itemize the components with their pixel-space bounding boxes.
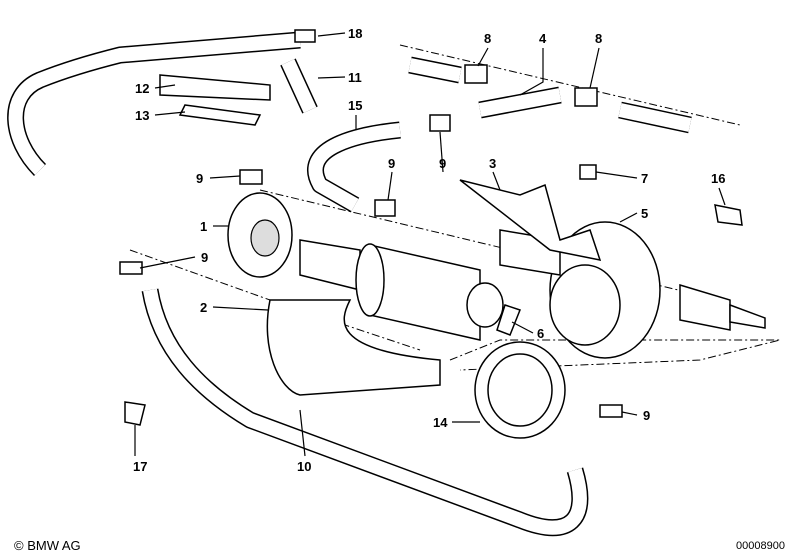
hose-upper-right — [408, 56, 692, 134]
clip-17 — [124, 401, 146, 426]
callout-17: 17 — [133, 459, 147, 474]
callout-18: 18 — [348, 26, 362, 41]
callout-2: 2 — [200, 300, 207, 315]
hose-holder — [159, 74, 271, 101]
callout-9: 9 — [643, 408, 650, 423]
rubber-sleeve — [266, 299, 441, 396]
callout-9: 9 — [439, 156, 446, 171]
hose-clamps — [119, 29, 623, 418]
callout-4: 4 — [539, 31, 547, 46]
callout-13: 13 — [135, 108, 149, 123]
hose-upper-left — [7, 31, 318, 177]
callout-11: 11 — [348, 70, 362, 85]
callout-12: 12 — [135, 81, 149, 96]
hose-10 — [141, 288, 589, 537]
screw — [496, 304, 521, 336]
callout-16: 16 — [711, 171, 725, 186]
callout-3: 3 — [489, 156, 496, 171]
pump-shaft — [299, 239, 361, 291]
callout-9: 9 — [196, 171, 203, 186]
clip-16 — [714, 204, 743, 226]
callout-14: 14 — [433, 415, 448, 430]
copyright-label: © BMW AG — [14, 538, 81, 553]
fuel-pump-body — [369, 244, 481, 341]
hose-15 — [307, 121, 401, 213]
callout-10: 10 — [297, 459, 311, 474]
callout-5: 5 — [641, 206, 648, 221]
callout-9: 9 — [201, 250, 208, 265]
callout-8: 8 — [595, 31, 602, 46]
leader-lines — [134, 32, 726, 457]
callout-1: 1 — [200, 219, 207, 234]
clip-strip — [178, 104, 262, 126]
callout-7: 7 — [641, 171, 648, 186]
callout-6: 6 — [537, 326, 544, 341]
callout-8: 8 — [484, 31, 491, 46]
callout-15: 15 — [348, 98, 362, 113]
document-number: 00008900 — [736, 540, 785, 552]
callout-9: 9 — [388, 156, 395, 171]
bracket — [459, 179, 602, 261]
